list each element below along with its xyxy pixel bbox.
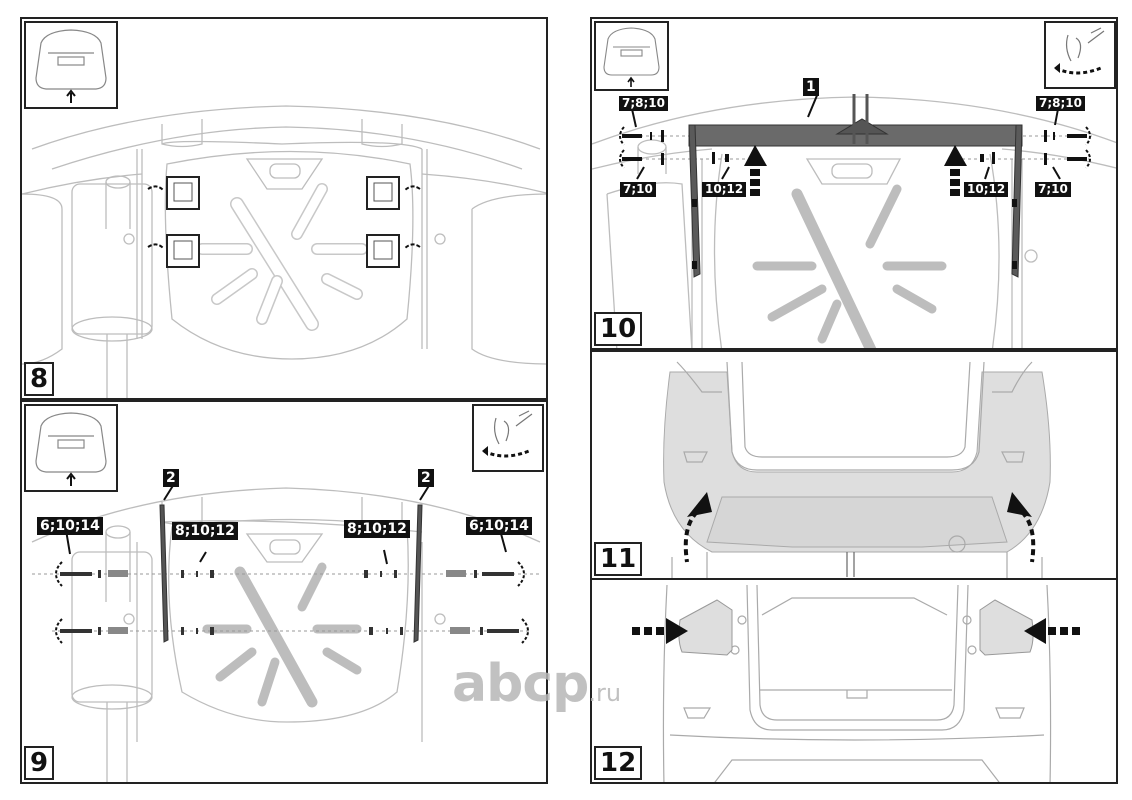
- step-number: 9: [24, 746, 55, 780]
- part-label-10-12-left: 10;12: [702, 182, 747, 197]
- part-label-6-10-14-right: 6;10;14: [466, 517, 532, 535]
- step-number: 11: [594, 542, 643, 576]
- watermark-main: abcp: [452, 654, 589, 714]
- vehicle-locator-inset: [594, 21, 669, 91]
- car-rear-view-icon: [35, 412, 107, 486]
- car-rear-view-icon: [35, 29, 107, 103]
- step-11-panel: 11: [590, 350, 1118, 580]
- step-8-illustration: [22, 105, 546, 398]
- part-label-7-10-right: 7;10: [1035, 182, 1071, 197]
- torque-wrench-inset: [1044, 21, 1116, 89]
- car-rear-view-icon: [603, 27, 660, 87]
- tail-lights: [678, 599, 1034, 656]
- rear-bumper: [663, 371, 1051, 553]
- step-10-illustration: [592, 92, 1116, 348]
- part-label-10-12-right: 10;12: [964, 182, 1009, 197]
- torque-wrench-inset: [472, 404, 544, 472]
- step-11-illustration: [663, 361, 1051, 578]
- step-12-panel: 12: [590, 578, 1118, 784]
- step-number: 8: [24, 362, 55, 396]
- part-label-7-10-left: 7;10: [620, 182, 656, 197]
- tow-bar-crossmember-part-1: [688, 94, 1023, 278]
- watermark: abcp.ru: [452, 654, 621, 714]
- step-8-panel: 8: [20, 17, 548, 400]
- vehicle-locator-inset: [24, 21, 118, 109]
- part-label-6-10-14-left: 6;10;14: [37, 517, 103, 535]
- step-9-panel: 2 2 6;10;14 8;10;12 8;10;12 6;10;14 9: [20, 400, 548, 784]
- step-12-illustration: [632, 584, 1080, 782]
- part-label-8-10-12-right: 8;10;12: [344, 520, 410, 538]
- step-number: 12: [594, 746, 643, 780]
- part-label-8-10-12-left: 8;10;12: [172, 522, 238, 540]
- part-label-2-right: 2: [418, 469, 434, 487]
- part-label-2-left: 2: [163, 469, 179, 487]
- vehicle-locator-inset: [24, 404, 118, 492]
- step-10-panel: 1 7;8;10 7;10 10;12 10;12 7;8;10 7;10 10: [590, 17, 1118, 350]
- bracket-part-2-left: [159, 504, 169, 643]
- torque-wrench-icon: [482, 410, 533, 458]
- torque-wrench-icon: [1054, 27, 1105, 75]
- step-number: 10: [594, 312, 643, 346]
- step-9-illustration: [31, 483, 541, 782]
- part-label-7-8-10-left: 7;8;10: [619, 96, 668, 111]
- part-label-7-8-10-right: 7;8;10: [1036, 96, 1085, 111]
- watermark-tld: .ru: [588, 679, 622, 707]
- push-arrows: [632, 618, 1080, 644]
- part-label-1: 1: [803, 78, 819, 96]
- bracket-part-2-right: [413, 504, 423, 643]
